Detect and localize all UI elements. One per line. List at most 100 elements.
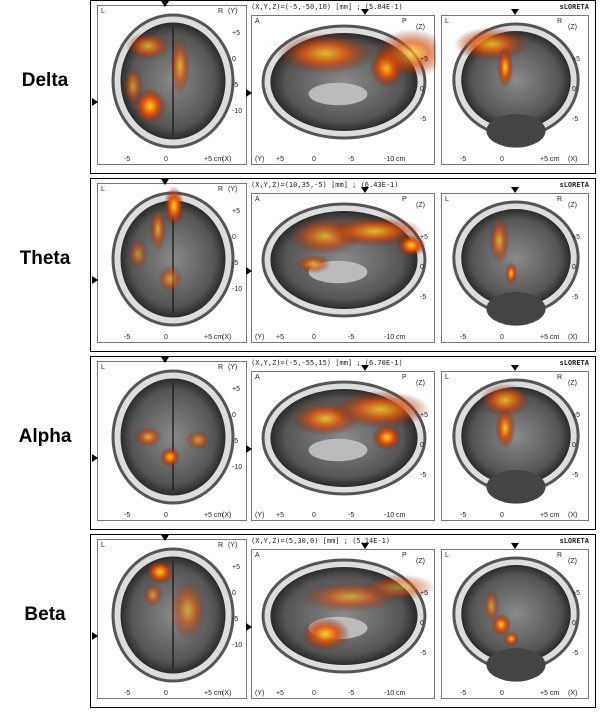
y-tick: -5 [348,334,355,341]
z-tick: 0 [572,442,576,449]
band-label: Beta [24,604,66,625]
slice-marker [361,543,369,549]
orientation-right: R [557,18,563,25]
orientation-posterior: P [402,196,407,203]
orientation-anterior: A [255,374,260,381]
z-tick: 0 [572,264,576,271]
x-tick: -5 [460,334,467,341]
z-tick: 0 [572,86,576,93]
axis-z-label: (Z) [416,380,425,387]
y-tick: 0 [232,412,236,419]
orientation-left: L [445,552,449,559]
z-tick: +5 [420,412,428,419]
axis-x-label: (X) [568,512,578,519]
orientation-left: L [101,364,105,371]
slice-marker [246,89,252,97]
axis-y-label: (Y) [228,8,238,15]
slice-marker [246,623,252,631]
y-tick: +5 [232,208,240,215]
z-tick: -5 [572,650,579,657]
method-label: sLORETA [559,3,589,11]
y-tick: -10 [232,464,243,471]
slice-marker [511,365,519,371]
x-tick: 0 [164,512,168,519]
axis-z-label: (Z) [416,202,425,209]
x-tick: +5 cm [540,334,560,341]
axis-x-label: (X) [222,156,232,163]
axis-x-label: (X) [568,334,578,341]
y-tick: +5 [276,512,284,519]
orientation-right: R [557,196,563,203]
axis-y-label: (Y) [228,542,238,549]
y-tick: 0 [312,690,316,697]
slice-marker [246,445,252,453]
orientation-right: R [218,542,224,549]
slice-marker [361,9,369,15]
axis-x-label: (X) [222,334,232,341]
x-tick: +5 cm [204,512,224,519]
axis-y-label: (Y) [255,512,265,519]
y-tick: -10 cm [384,156,406,163]
axis-x-label: (X) [222,690,232,697]
slice-marker [511,187,519,193]
y-tick: -5 [348,156,355,163]
band-label: Alpha [18,426,72,447]
y-tick: 0 [312,512,316,519]
z-tick: +5 [572,412,580,419]
sloreta-panel: L R (Y) +5 0 -5 -10 -5 0 +5 cm (X) (X,Y,Z)=(10,35,-… [90,178,596,352]
orientation-right: R [557,552,563,559]
axis-x-label: (X) [568,690,578,697]
slice-marker [92,276,98,284]
coordinate-readout: (X,Y,Z)=(-5,-50,10) [mm] ; (5.84E-1) [251,3,403,11]
x-tick: +5 cm [540,512,560,519]
orientation-left: L [445,18,449,25]
orientation-left: L [101,186,105,193]
y-tick: 0 [312,156,316,163]
y-tick: -5 [348,512,355,519]
z-tick: 0 [420,620,424,627]
method-label: sLORETA [559,181,589,189]
x-tick: 0 [500,156,504,163]
y-tick: 0 [312,334,316,341]
y-tick: -10 [232,286,243,293]
y-tick: -10 cm [384,512,406,519]
x-tick: +5 cm [204,156,224,163]
y-tick: -5 [348,690,355,697]
axis-y-label: (Y) [228,364,238,371]
x-tick: -5 [124,690,131,697]
axis-y-label: (Y) [255,334,265,341]
z-tick: -5 [572,294,579,301]
axis-z-label: (Z) [568,380,577,387]
y-tick: -10 cm [384,690,406,697]
x-tick: 0 [500,512,504,519]
orientation-left: L [445,196,449,203]
y-tick: 0 [232,56,236,63]
orientation-right: R [557,374,563,381]
z-tick: +5 [572,56,580,63]
coordinate-readout: (X,Y,Z)=(10,35,-5) [mm] ; (6.43E-1) [251,181,399,189]
orientation-anterior: A [255,196,260,203]
orientation-left: L [101,542,105,549]
axis-z-label: (Z) [568,202,577,209]
x-tick: 0 [164,334,168,341]
coordinate-readout: (X,Y,Z)=(-5,-55,15) [mm] ; (6.70E-1) [251,359,403,367]
slice-marker [92,454,98,462]
y-tick: -10 [232,108,243,115]
slice-marker [511,543,519,549]
y-tick: +5 [276,156,284,163]
slice-marker [511,9,519,15]
